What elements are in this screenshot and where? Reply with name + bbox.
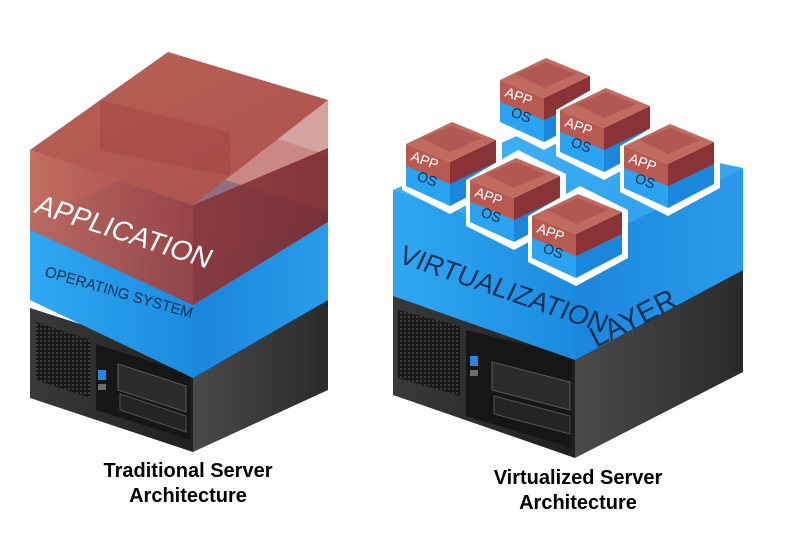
traditional-server-stack: APPLICATION OPERATING SYSTEM <box>30 52 328 452</box>
vm-os-label: OS <box>415 168 439 190</box>
virtualized-caption: Virtualized Server Architecture <box>418 466 738 516</box>
traditional-server-hardware <box>30 300 328 452</box>
traditional-caption: Traditional Server Architecture <box>28 459 348 509</box>
vm-os-label: OS <box>479 204 503 226</box>
virtualized-caption-line2: Architecture <box>519 492 637 514</box>
traditional-caption-line1: Traditional Server <box>103 460 273 482</box>
traditional-caption-line2: Architecture <box>129 485 247 507</box>
vm-os-label: OS <box>541 240 565 262</box>
virtualized-caption-line1: Virtualized Server <box>493 467 663 489</box>
vm-os-label: OS <box>569 134 593 156</box>
application-layer <box>30 52 328 305</box>
vm-os-label: OS <box>633 170 657 192</box>
vm-os-label: OS <box>509 104 533 126</box>
